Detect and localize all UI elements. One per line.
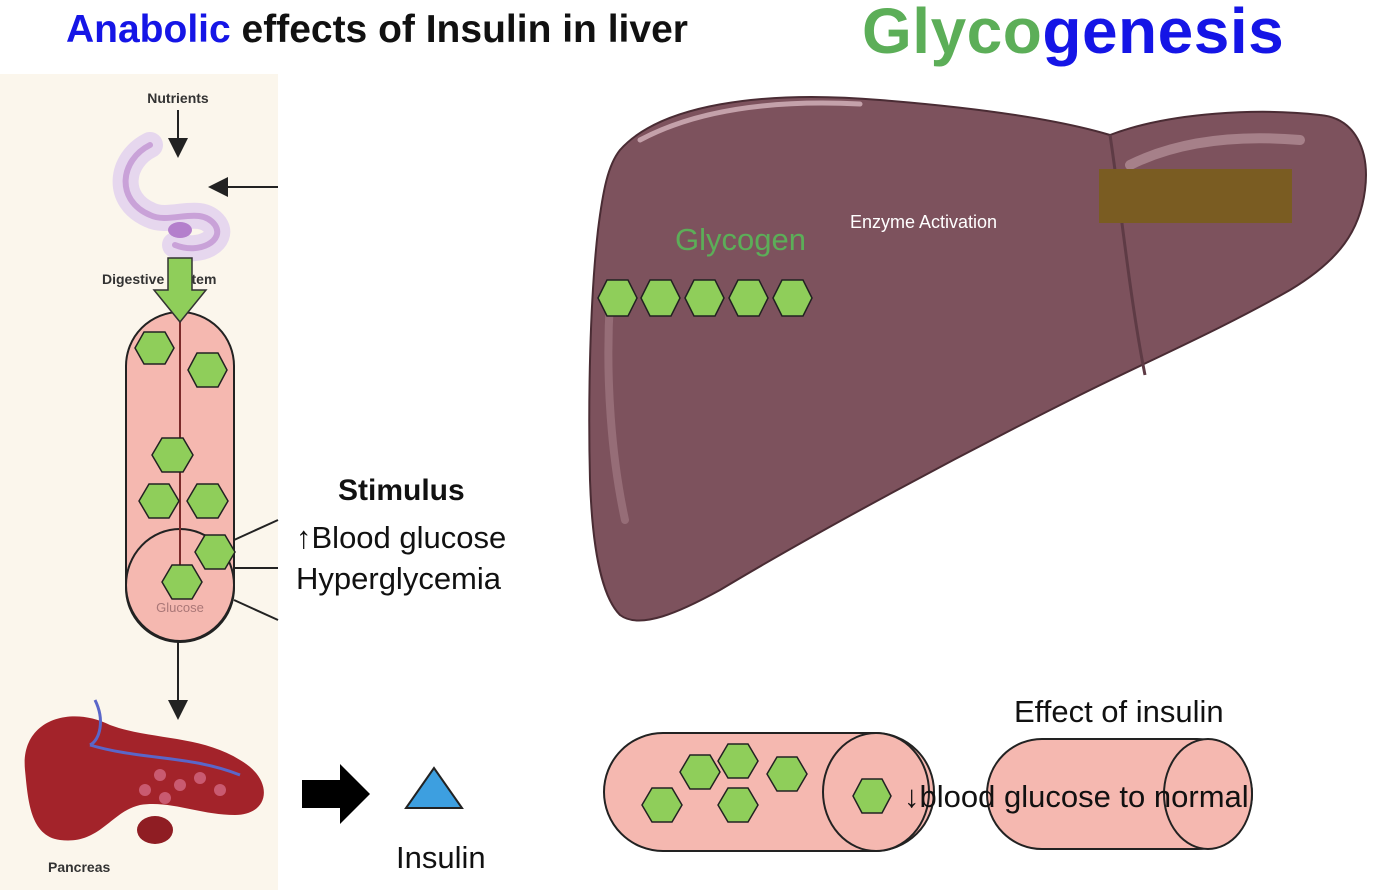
vessel-glucose-group [134, 331, 236, 600]
glucose-hexagon [187, 352, 228, 388]
glucose-hexagon [852, 778, 892, 814]
right-arrow-icon [302, 764, 370, 824]
page-title: Anabolic effects of Insulin in liver [66, 8, 688, 52]
digestive-label: Digestive system [102, 271, 216, 287]
process-title-part2: genesis [1042, 0, 1285, 67]
insulin-label: Insulin [396, 840, 486, 875]
glucose-hexagon [186, 483, 229, 519]
pancreas-label: Pancreas [48, 859, 110, 875]
glucose-hexagon [641, 787, 683, 823]
glucose-hexagon [728, 279, 769, 317]
glucose-hexagon [597, 279, 638, 317]
stimulus-hyperglycemia: Hyperglycemia [296, 561, 502, 596]
title-highlight: Anabolic [66, 8, 231, 51]
nutrients-label: Nutrients [147, 90, 209, 106]
insulin-triangle-icon [404, 766, 464, 809]
glucose-hexagon [684, 279, 725, 317]
glucose-hexagon [679, 754, 721, 790]
glucose-hexagon [772, 279, 813, 317]
effect-of-insulin-label: Effect of insulin [1014, 694, 1224, 729]
glucose-hexagon [151, 437, 194, 473]
pancreas-icon [24, 699, 264, 844]
effect-result-text: ↓blood glucose to normal [904, 779, 1249, 814]
enzyme-box [1099, 169, 1292, 223]
connector-line [233, 599, 279, 621]
glucose-hexagon [640, 279, 681, 317]
glucose-hexagon [134, 331, 175, 365]
bottom-glucose-group [641, 743, 892, 823]
glucose-hexagon [138, 483, 180, 519]
vessel-normal-glucose [986, 738, 1253, 850]
green-down-arrow [152, 257, 208, 324]
glucose-hexagon [717, 787, 759, 823]
glucose-hexagon [766, 756, 808, 792]
glucose-hexagon [717, 743, 759, 779]
stimulus-title: Stimulus [338, 474, 465, 507]
glycogen-chain [597, 279, 813, 317]
liver-illustration [588, 96, 1367, 622]
process-title: Glycogenesis [862, 0, 1284, 68]
enzyme-activation-label: Enzyme Activation [850, 212, 998, 232]
title-rest: effects of Insulin in liver [230, 8, 688, 51]
connector-line [233, 519, 279, 541]
glucose-hexagon [194, 534, 236, 570]
glucose-label: Glucose [156, 600, 204, 615]
digestive-system-icon [112, 132, 231, 262]
glucose-hexagon [161, 564, 203, 600]
stimulus-blood-glucose: ↑Blood glucose [296, 520, 507, 555]
process-title-part1: Glyco [862, 0, 1043, 67]
glycogen-label: Glycogen [675, 222, 806, 257]
